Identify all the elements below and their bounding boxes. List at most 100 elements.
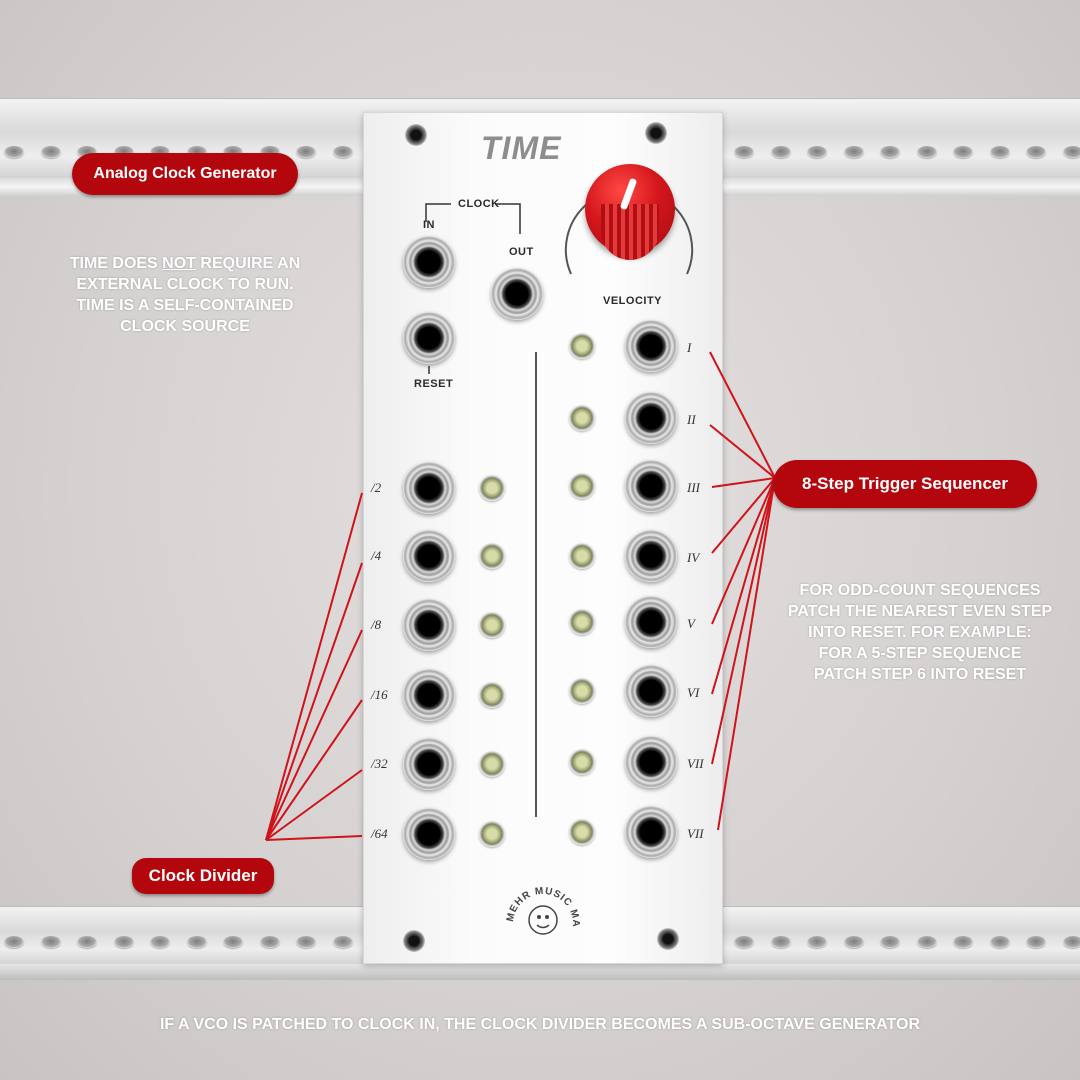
annotation-line [711, 477, 776, 554]
annotation-line [265, 562, 363, 841]
rail-hole [880, 936, 900, 948]
rail-hole [4, 146, 24, 158]
rail-hole [1062, 146, 1080, 158]
step-jack[interactable] [625, 530, 677, 582]
step-label: VII [687, 826, 704, 841]
annotation-line [711, 477, 776, 695]
annotation-line [265, 629, 363, 841]
rail-hole [259, 936, 280, 948]
annotation-line [265, 835, 363, 841]
rail-hole [1062, 936, 1080, 948]
rail-hole [807, 936, 827, 948]
rail-hole [296, 936, 316, 948]
divider-jack[interactable] [403, 738, 455, 790]
step-jack[interactable] [625, 736, 677, 788]
rail-hole [734, 146, 754, 158]
rail-hole [40, 146, 61, 158]
bottom-rail-lip [0, 964, 1080, 980]
velocity-knob[interactable] [585, 164, 675, 264]
rail-hole [916, 936, 937, 948]
step-led [569, 473, 595, 499]
rail-hole [734, 936, 754, 948]
rail-hole [223, 936, 243, 948]
brand-logo: MEHR MUSIC MACHINES [499, 872, 583, 960]
divider-label: /32 [371, 756, 388, 771]
velocity-label: VELOCITY [603, 295, 663, 307]
divider-label: /2 [371, 480, 382, 495]
divider-jack[interactable] [403, 530, 455, 582]
odd-count-sequence-note: FOR ODD-COUNT SEQUENCES PATCH THE NEARES… [787, 582, 1053, 683]
analog-clock-generator-label: Analog Clock Generator [72, 153, 298, 195]
velocity-scale [564, 203, 694, 275]
step-label: III [687, 480, 700, 495]
clock-out-label: OUT [509, 246, 534, 258]
rail-hole [296, 146, 316, 158]
step-jack[interactable] [625, 320, 677, 372]
rail-hole [953, 146, 973, 158]
step-jack[interactable] [625, 596, 677, 648]
step-label: IV [687, 550, 700, 565]
reset-jack[interactable] [403, 312, 455, 364]
rail-hole [186, 936, 207, 948]
rail-hole [843, 146, 864, 158]
divider-jack[interactable] [403, 808, 455, 860]
divider-led [479, 682, 505, 708]
rail-hole [332, 936, 353, 948]
divider-label: /8 [371, 617, 382, 632]
rail-hole [770, 146, 791, 158]
clock-in-label: IN [423, 219, 435, 231]
divider-led [479, 751, 505, 777]
rail-hole [332, 146, 353, 158]
annotation-line [709, 424, 776, 479]
clock-out-jack[interactable] [491, 268, 543, 320]
divider-label: /64 [371, 826, 388, 841]
divider-led [479, 612, 505, 638]
step-jack[interactable] [625, 806, 677, 858]
annotation-line [717, 477, 776, 831]
step-jack[interactable] [625, 460, 677, 512]
rail-hole [1026, 146, 1046, 158]
trigger-sequencer-label: 8-Step Trigger Sequencer [773, 460, 1037, 508]
step-label: VI [687, 685, 700, 700]
clock-in-jack[interactable] [403, 236, 455, 288]
rail-hole [989, 936, 1010, 948]
rail-hole [989, 146, 1010, 158]
annotation-line [711, 477, 776, 488]
screw-icon [403, 930, 425, 952]
vco-sub-octave-note: IF A VCO IS PATCHED TO CLOCK IN, THE CLO… [159, 1016, 921, 1033]
screw-icon [405, 124, 427, 146]
screw-icon [645, 122, 667, 144]
step-led [569, 678, 595, 704]
divider-jack[interactable] [403, 599, 455, 651]
step-label: I [687, 340, 692, 355]
step-led [569, 819, 595, 845]
annotation-line [709, 351, 776, 479]
annotation-line [711, 477, 776, 625]
annotation-line [265, 492, 363, 841]
annotation-line [711, 477, 776, 765]
rail-hole [807, 146, 827, 158]
divider-label: /4 [371, 548, 382, 563]
annotation-line [265, 699, 363, 841]
step-led [569, 543, 595, 569]
step-led [569, 405, 595, 431]
step-jack[interactable] [625, 392, 677, 444]
rail-hole [843, 936, 864, 948]
divider-jack[interactable] [403, 669, 455, 721]
section-divider-line [535, 352, 537, 817]
step-jack[interactable] [625, 665, 677, 717]
rail-hole [40, 936, 61, 948]
time-module-panel: TIME CLOCK IN OUT RESET VELOCITY /2/4/8/… [363, 112, 723, 964]
reset-label: RESET [414, 378, 454, 390]
rail-hole [113, 936, 134, 948]
step-led [569, 609, 595, 635]
clock-divider-label: Clock Divider [132, 858, 274, 894]
divider-label: /16 [371, 687, 388, 702]
divider-jack[interactable] [403, 462, 455, 514]
screw-icon [657, 928, 679, 950]
self-contained-clock-note: TIME DOES NOT REQUIRE AN EXTERNAL CLOCK … [69, 255, 301, 335]
rail-hole [953, 936, 973, 948]
rail-hole [150, 936, 170, 948]
rail-hole [770, 936, 791, 948]
